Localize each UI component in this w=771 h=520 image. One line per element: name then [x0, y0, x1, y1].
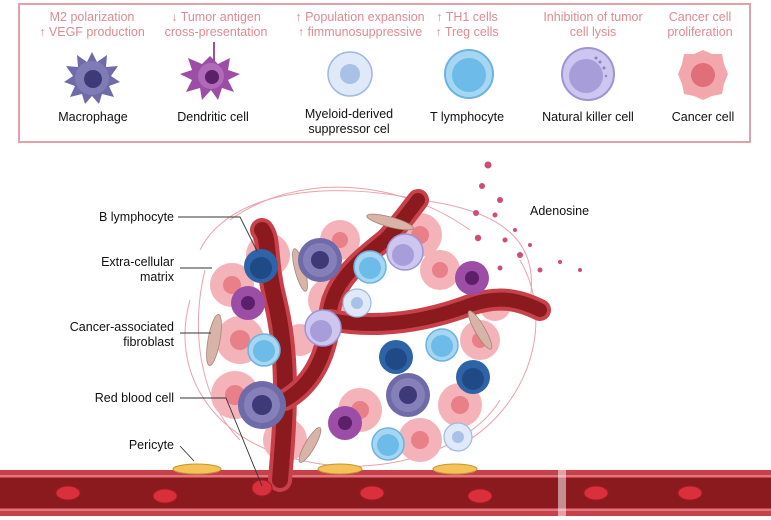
t-lymphocyte-icon [444, 49, 494, 99]
cancer-cell-label: Cancer cell [671, 110, 735, 124]
t-lymphocyte-label: T lymphocyte [429, 110, 505, 124]
nk-cells [304, 233, 424, 347]
extracellular-matrix-label: Extra-cellular matrix [101, 255, 174, 284]
macrophage-icon [64, 52, 120, 104]
t-cell-effect-text: ↑ TH1 cells ↑ Treg cells [435, 10, 499, 39]
pericyte-label: Pericyte [128, 438, 174, 452]
mdsc-effect-text: ↑ Population expansion ↑ fimmunosuppress… [295, 10, 425, 39]
t-lymphocytes [247, 250, 459, 461]
macrophage-effect-text: M2 polarization ↑ VEGF production [39, 10, 145, 39]
red-blood-cell-label: Red blood cell [94, 391, 174, 405]
mdsc-label: Myeloid-derived suppressor cel [304, 107, 394, 136]
blood-vessel-lumen [0, 478, 771, 508]
macrophages-in-tumor [238, 238, 430, 429]
label-leader-lines [178, 216, 263, 487]
nk-effect-text: Inhibition of tumor cell lysis [543, 10, 643, 39]
adenosine-particles [473, 161, 582, 273]
dendritic-cell-icon [180, 42, 240, 100]
b-lymphocyte-label: B lymphocyte [98, 210, 174, 224]
cancer-cell-icon [678, 50, 728, 100]
dendritic-cell-label: Dendritic cell [177, 110, 249, 124]
dendritic-effect-text: ↓ Tumor antigen cross-presentation [164, 10, 268, 39]
macrophage-label: Macrophage [58, 110, 128, 124]
legend-panel [18, 3, 751, 143]
nk-cell-icon [561, 47, 615, 101]
mdsc-cells [342, 288, 473, 452]
branching-blood-vessel [250, 189, 551, 492]
adenosine-label: Adenosine [530, 204, 590, 218]
fibroblasts [206, 213, 493, 463]
pericytes [172, 463, 478, 475]
red-blood-cells [55, 479, 703, 504]
cancer-associated-fibroblast-label: Cancer-associated fibroblast [69, 320, 174, 349]
b-lymphocytes [244, 249, 490, 394]
mdsc-icon [327, 51, 373, 97]
dendritic-cells-in-tumor [231, 261, 489, 440]
cancer-effect-text: Cancer cell proliferation [667, 10, 733, 39]
nk-cell-label: Natural killer cell [542, 110, 634, 124]
